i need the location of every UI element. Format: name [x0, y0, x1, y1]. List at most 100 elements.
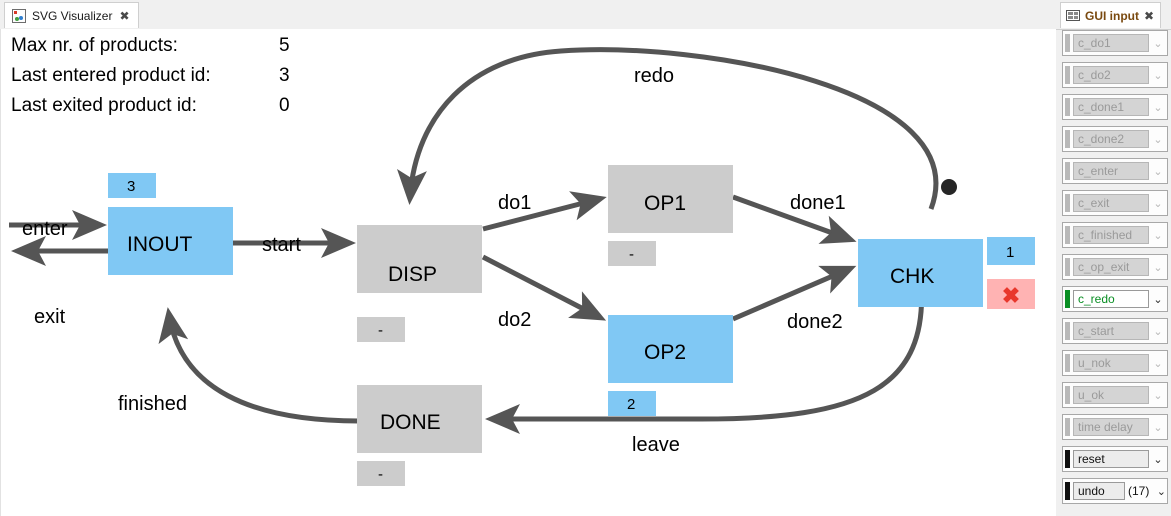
- combo-reset[interactable]: reset ⌄: [1062, 446, 1168, 472]
- edge-label-start: start: [262, 234, 301, 256]
- chevron-down-icon[interactable]: ⌄: [1153, 261, 1163, 274]
- combo-value[interactable]: undo: [1073, 482, 1125, 500]
- chevron-down-icon[interactable]: ⌄: [1153, 133, 1163, 146]
- node-chk-label: CHK: [890, 265, 934, 288]
- chevron-down-icon[interactable]: ⌄: [1153, 421, 1163, 434]
- combo-c-do1[interactable]: c_do1 ⌄: [1062, 30, 1168, 56]
- chevron-down-icon[interactable]: ⌄: [1153, 325, 1163, 338]
- combo-value[interactable]: reset: [1073, 450, 1149, 468]
- combo-c-enter[interactable]: c_enter ⌄: [1062, 158, 1168, 184]
- node-disp-label: DISP: [388, 263, 437, 286]
- combo-c-done2[interactable]: c_done2 ⌄: [1062, 126, 1168, 152]
- accent-bar: [1065, 386, 1070, 404]
- combo-value[interactable]: c_start: [1073, 322, 1149, 340]
- node-done-box[interactable]: [357, 385, 482, 453]
- chevron-down-icon[interactable]: ⌄: [1153, 357, 1163, 370]
- svg-visualizer-pane: SVG Visualizer ✖ Max nr. of products: 5 …: [0, 0, 1056, 516]
- node-op1-badge: [608, 241, 656, 266]
- combo-undo[interactable]: undo (17) ⌄: [1062, 478, 1168, 504]
- combo-c-start[interactable]: c_start ⌄: [1062, 318, 1168, 344]
- node-op2-badge: [608, 391, 656, 416]
- chevron-down-icon[interactable]: ⌄: [1153, 229, 1163, 242]
- combo-value[interactable]: c_enter: [1073, 162, 1149, 180]
- node-disp-badge-label: -: [378, 322, 383, 339]
- combo-value-text: u_nok: [1078, 356, 1111, 370]
- chevron-down-icon[interactable]: ⌄: [1153, 101, 1163, 114]
- chevron-down-icon[interactable]: ⌄: [1156, 485, 1166, 498]
- edge-do2-path: [481, 254, 607, 321]
- node-op2[interactable]: OP2 2: [608, 315, 733, 416]
- node-done-badge: [357, 461, 405, 486]
- combo-c-done1[interactable]: c_done1 ⌄: [1062, 94, 1168, 120]
- tab-gui-input[interactable]: GUI input ✖: [1060, 2, 1162, 28]
- chevron-down-icon[interactable]: ⌄: [1153, 197, 1163, 210]
- combo-value[interactable]: c_redo: [1073, 290, 1149, 308]
- combo-value[interactable]: c_done1: [1073, 98, 1149, 116]
- edge-label-leave: leave: [632, 434, 680, 456]
- node-inout[interactable]: 3 INOUT: [108, 173, 233, 275]
- node-done-badge-label: -: [378, 466, 383, 483]
- node-op2-badge-label: 2: [627, 396, 635, 413]
- tab-svg-visualizer[interactable]: SVG Visualizer ✖: [4, 2, 139, 28]
- accent-bar: [1065, 130, 1070, 148]
- edge-done1-path: [732, 194, 857, 244]
- combo-value[interactable]: c_op_exit: [1073, 258, 1149, 276]
- info-row: Max nr. of products: 5: [11, 35, 290, 65]
- combo-value[interactable]: c_do1: [1073, 34, 1149, 52]
- combo-value[interactable]: c_exit: [1073, 194, 1149, 212]
- node-disp[interactable]: DISP -: [357, 225, 482, 342]
- combo-value-text: c_finished: [1078, 228, 1133, 242]
- combo-value[interactable]: time delay: [1073, 418, 1149, 436]
- close-icon[interactable]: ✖: [1144, 8, 1155, 23]
- node-inout-box[interactable]: [108, 207, 233, 275]
- combo-value[interactable]: u_ok: [1073, 386, 1149, 404]
- combo-c-do2[interactable]: c_do2 ⌄: [1062, 62, 1168, 88]
- combo-c-redo[interactable]: c_redo ⌄: [1062, 286, 1168, 312]
- combo-value-text: c_enter: [1078, 164, 1119, 178]
- info-value: 5: [279, 35, 290, 56]
- accent-bar: [1065, 450, 1070, 468]
- chevron-down-icon[interactable]: ⌄: [1153, 37, 1163, 50]
- edge-label-do1: do1: [498, 192, 531, 214]
- combo-value-text: reset: [1078, 452, 1105, 466]
- combo-value[interactable]: c_finished: [1073, 226, 1149, 244]
- node-inout-badge: [108, 173, 156, 198]
- chevron-down-icon[interactable]: ⌄: [1153, 453, 1163, 466]
- close-icon[interactable]: ✖: [119, 8, 130, 23]
- combo-c-exit[interactable]: c_exit ⌄: [1062, 190, 1168, 216]
- grid-icon: [1066, 10, 1080, 21]
- combo-c-op-exit[interactable]: c_op_exit ⌄: [1062, 254, 1168, 280]
- node-chk[interactable]: CHK 1 ✖: [858, 179, 1035, 309]
- combo-value[interactable]: u_nok: [1073, 354, 1149, 372]
- node-op2-box[interactable]: [608, 315, 733, 383]
- node-chk-badge-label: 1: [1006, 244, 1014, 261]
- node-done[interactable]: DONE -: [357, 385, 482, 486]
- combo-value-text: time delay: [1078, 420, 1133, 434]
- chevron-down-icon[interactable]: ⌄: [1153, 69, 1163, 82]
- combo-time-delay[interactable]: time delay ⌄: [1062, 414, 1168, 440]
- node-op1[interactable]: OP1 -: [608, 165, 733, 266]
- node-op2-label: OP2: [644, 341, 686, 364]
- edge-label-finished: finished: [118, 393, 187, 415]
- node-chk-badge: [987, 237, 1035, 265]
- node-chk-error-badge: [987, 279, 1035, 309]
- edge-label-do2: do2: [498, 309, 531, 331]
- edge-done2-path: [732, 265, 857, 322]
- diagram-canvas[interactable]: Max nr. of products: 5 Last entered prod…: [0, 29, 1056, 516]
- combo-value-text: u_ok: [1078, 388, 1105, 402]
- combo-u-nok[interactable]: u_nok ⌄: [1062, 350, 1168, 376]
- accent-bar: [1065, 162, 1070, 180]
- chevron-down-icon[interactable]: ⌄: [1153, 293, 1163, 306]
- node-chk-box[interactable]: [858, 239, 983, 307]
- combo-u-ok[interactable]: u_ok ⌄: [1062, 382, 1168, 408]
- combo-value-text: c_start: [1078, 324, 1115, 338]
- combo-c-finished[interactable]: c_finished ⌄: [1062, 222, 1168, 248]
- node-disp-box[interactable]: [357, 225, 482, 293]
- combo-value-text: undo: [1078, 484, 1105, 498]
- node-op1-box[interactable]: [608, 165, 733, 233]
- chevron-down-icon[interactable]: ⌄: [1153, 389, 1163, 402]
- combo-value[interactable]: c_done2: [1073, 130, 1149, 148]
- chevron-down-icon[interactable]: ⌄: [1153, 165, 1163, 178]
- error-cross-icon: ✖: [1002, 283, 1020, 308]
- combo-value[interactable]: c_do2: [1073, 66, 1149, 84]
